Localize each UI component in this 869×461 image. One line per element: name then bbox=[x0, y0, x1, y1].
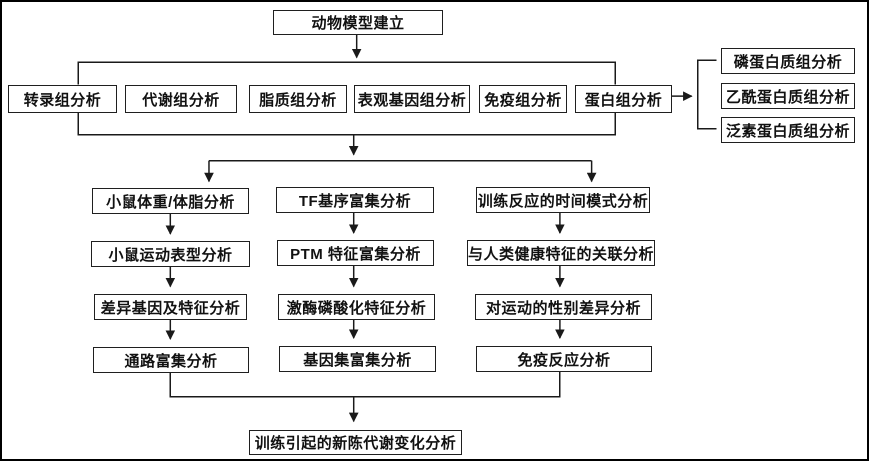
node-training-temporal-pattern: 训练反应的时间模式分析 bbox=[476, 187, 650, 213]
node-ubiquitin-proteomics: 泛素蛋白质组分析 bbox=[721, 117, 855, 143]
node-epigenomics: 表观基因组分析 bbox=[354, 85, 470, 113]
node-tf-motif-enrichment: TF基序富集分析 bbox=[276, 187, 434, 213]
node-mouse-weight-fat-analysis: 小鼠体重/体脂分析 bbox=[92, 188, 249, 214]
node-lipidomics: 脂质组分析 bbox=[249, 85, 347, 113]
node-gene-set-enrichment: 基因集富集分析 bbox=[279, 346, 436, 372]
node-training-metabolic-changes: 训练引起的新陈代谢变化分析 bbox=[249, 430, 462, 455]
node-immunomics: 免疫组分析 bbox=[479, 85, 567, 113]
node-phosphoproteomics: 磷蛋白质组分析 bbox=[721, 48, 855, 74]
node-ptm-feature-enrichment: PTM 特征富集分析 bbox=[277, 240, 434, 266]
node-animal-model: 动物模型建立 bbox=[273, 10, 443, 35]
node-transcriptomics: 转录组分析 bbox=[8, 85, 117, 113]
node-exercise-sex-difference: 对运动的性别差异分析 bbox=[475, 294, 652, 320]
node-immune-response-analysis: 免疫反应分析 bbox=[476, 346, 652, 372]
node-differential-genes-features: 差异基因及特征分析 bbox=[94, 294, 247, 320]
node-pathway-enrichment: 通路富集分析 bbox=[93, 347, 249, 373]
node-metabolomics: 代谢组分析 bbox=[125, 85, 237, 113]
node-human-health-association: 与人类健康特征的关联分析 bbox=[467, 240, 655, 266]
node-mouse-exercise-phenotype: 小鼠运动表型分析 bbox=[91, 241, 250, 267]
node-kinase-phosphorylation: 激酶磷酸化特征分析 bbox=[278, 294, 435, 320]
node-proteomics: 蛋白组分析 bbox=[575, 85, 672, 113]
node-acetylproteomics: 乙酰蛋白质组分析 bbox=[721, 83, 855, 109]
